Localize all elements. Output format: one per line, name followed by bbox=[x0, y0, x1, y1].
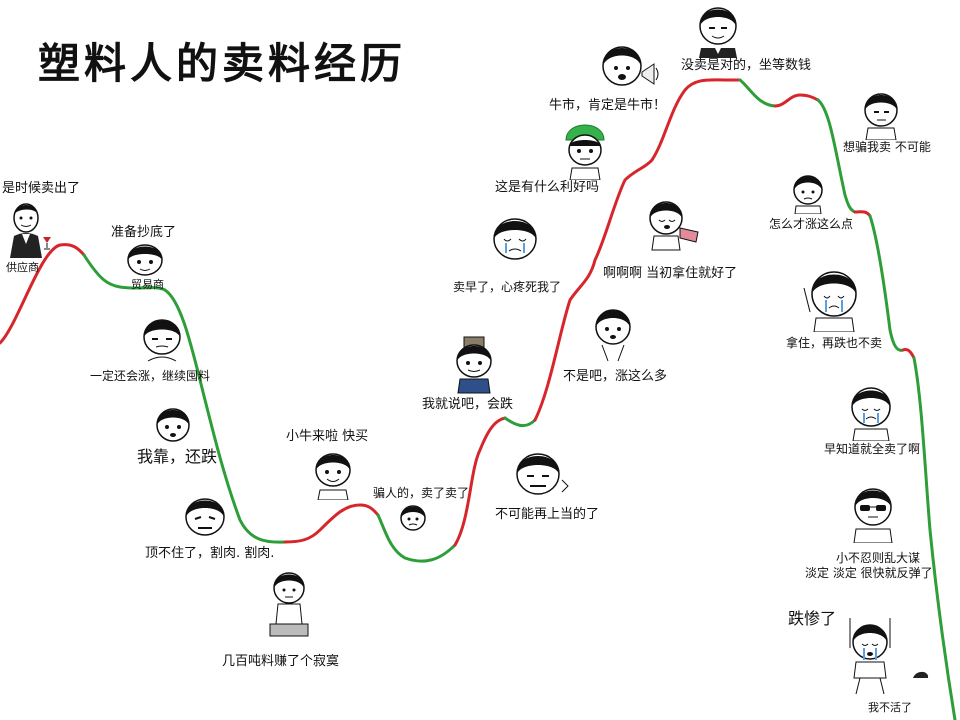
curve-fall-3 bbox=[503, 416, 537, 428]
keep-stocking-label: 一定还会涨，继续囤料 bbox=[90, 369, 211, 383]
page-title: 塑料人的卖料经历 bbox=[38, 39, 407, 88]
curve-fall-4 bbox=[738, 78, 777, 108]
lonely-face-icon bbox=[269, 572, 309, 637]
never-again-label: 不可能再上当的了 bbox=[495, 507, 600, 522]
slipper-icon bbox=[913, 671, 929, 678]
sold-early-label: 卖早了，心疼死我了 bbox=[453, 280, 562, 294]
sunglasses-face-icon bbox=[853, 488, 893, 543]
told-you-face-icon bbox=[456, 336, 492, 394]
green-hat-face-icon bbox=[565, 124, 605, 180]
curve-fall-6 bbox=[868, 214, 905, 352]
curve-rise-1 bbox=[0, 243, 86, 345]
hold-on-face-icon bbox=[803, 271, 857, 332]
cant-live-label: 我不活了 bbox=[868, 701, 912, 714]
never-again-face-icon bbox=[516, 453, 569, 495]
knew-it-label: 早知道就全卖了啊 bbox=[824, 442, 921, 456]
small-bull-label: 小牛来啦 快买 bbox=[286, 429, 369, 444]
told-you-label: 我就说吧，会跌 bbox=[422, 397, 514, 412]
ahh-face-icon bbox=[649, 201, 699, 251]
shocked-face-icon bbox=[156, 408, 190, 442]
cutloss-face-icon bbox=[185, 498, 225, 536]
trader-caption: 准备抄底了 bbox=[111, 225, 177, 240]
no-way-face-icon bbox=[595, 309, 631, 362]
supplier-label: 供应商 bbox=[6, 261, 39, 274]
supplier-face-icon bbox=[10, 203, 42, 258]
curve-rise-5 bbox=[773, 93, 820, 108]
bull-market-face-icon bbox=[602, 46, 659, 86]
lonely-label: 几百吨料赚了个寂寞 bbox=[222, 654, 340, 669]
curve-rise-2 bbox=[283, 503, 380, 544]
ahh-label: 啊啊啊 当初拿住就好了 bbox=[603, 266, 738, 281]
sold-early-face-icon bbox=[493, 218, 537, 260]
trick-me-label: 想骗我卖 不可能 bbox=[843, 140, 931, 154]
right-not-sell-label: 没卖是对的，坐等数钱 bbox=[681, 58, 812, 73]
trader-face-icon bbox=[127, 244, 163, 276]
curve-fall-5 bbox=[816, 98, 857, 214]
knew-it-face-icon bbox=[851, 387, 891, 441]
small-bull-face-icon bbox=[315, 453, 351, 500]
swing-face-icon bbox=[849, 618, 891, 695]
curve-fall-1 bbox=[82, 253, 287, 544]
trick-me-face-icon bbox=[864, 93, 898, 140]
patience-label-2: 淡定 淡定 很快就反弹了 bbox=[805, 566, 933, 580]
oh-no-label: 我靠，还跌 bbox=[137, 447, 218, 466]
wine-glass-icon bbox=[43, 237, 51, 250]
curve-fall-2 bbox=[376, 513, 457, 563]
curve-rise-7 bbox=[901, 348, 916, 360]
smug-face-icon bbox=[699, 7, 737, 58]
trader-label: 贸易商 bbox=[131, 278, 164, 291]
why-small-label: 怎么才涨这么点 bbox=[769, 217, 854, 231]
cheated-label: 骗人的，卖了卖了 bbox=[373, 486, 470, 500]
curve-rise-6 bbox=[853, 210, 872, 218]
fell-badly-label: 跌惨了 bbox=[788, 609, 837, 628]
cheated-face-icon bbox=[400, 505, 426, 531]
cut-loss-label: 顶不住了，割肉. 割肉. bbox=[145, 546, 275, 561]
curve-rise-3 bbox=[453, 416, 507, 547]
why-small-face-icon bbox=[793, 175, 823, 214]
what-news-label: 这是有什么利好吗 bbox=[495, 180, 600, 195]
supplier-caption: 是时候卖出了 bbox=[2, 181, 81, 196]
bull-market-label: 牛市，肯定是牛市！ bbox=[549, 98, 667, 113]
no-way-label: 不是吧，涨这么多 bbox=[563, 369, 668, 384]
curve-rise-4 bbox=[533, 78, 742, 422]
curve-fall-7 bbox=[912, 356, 957, 720]
hold-on-label: 拿住，再跌也不卖 bbox=[786, 336, 883, 350]
stocking-face-icon bbox=[143, 319, 181, 362]
patience-label-1: 小不忍则乱大谋 bbox=[836, 551, 921, 565]
